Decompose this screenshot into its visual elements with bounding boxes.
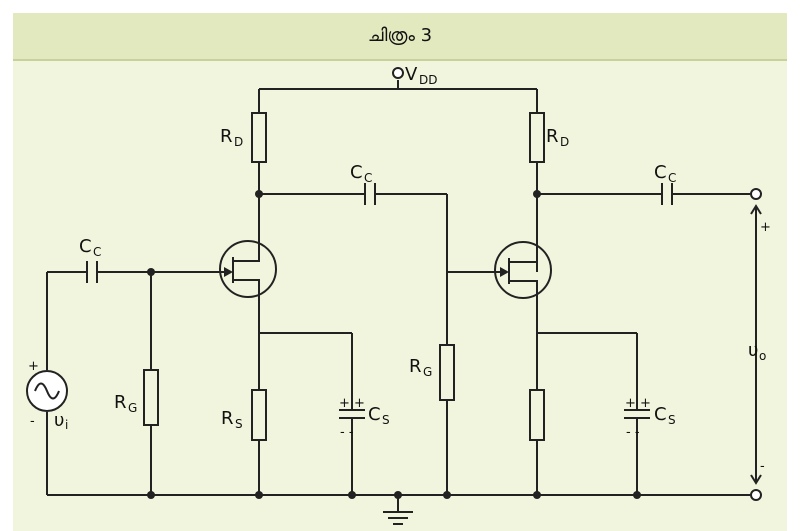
ac-source bbox=[26, 370, 68, 412]
resistor-rd-left bbox=[251, 112, 267, 163]
resistor-right-source bbox=[529, 389, 545, 441]
rg-right-label-sub: G bbox=[423, 365, 432, 379]
capacitor-cs-left bbox=[339, 400, 365, 428]
rs-label-sub: S bbox=[235, 417, 243, 431]
cc-output-label-sub: C bbox=[668, 171, 676, 185]
cs-right-label: C bbox=[654, 404, 667, 425]
rg-right-label: R bbox=[409, 356, 422, 377]
cs-left-plus: + + bbox=[339, 396, 365, 411]
cs-left-label: C bbox=[368, 404, 381, 425]
resistor-rg-right bbox=[439, 344, 455, 401]
vi-label: υ bbox=[54, 410, 64, 431]
resistor-rg-left bbox=[143, 369, 159, 426]
cs-right-plus: + + bbox=[625, 396, 651, 411]
rd-right-label-sub: D bbox=[560, 135, 569, 149]
output-terminal-top bbox=[750, 188, 762, 200]
rd-left-label: R bbox=[220, 126, 233, 147]
capacitor-cc-output bbox=[661, 183, 673, 205]
cc-interstage-label: C bbox=[350, 162, 363, 183]
output-terminal-bottom bbox=[750, 489, 762, 501]
capacitor-cc-input bbox=[86, 261, 98, 283]
jfet-right bbox=[494, 241, 552, 299]
rd-left-label-sub: D bbox=[234, 135, 243, 149]
vdd-label: V bbox=[405, 64, 418, 85]
rd-right-label: R bbox=[546, 126, 559, 147]
cs-left-minus: - - bbox=[340, 425, 354, 440]
wires bbox=[46, 80, 762, 525]
cc-output-label: C bbox=[654, 162, 667, 183]
figure-title: ചിത്രം 3 bbox=[367, 25, 433, 46]
resistor-rs bbox=[251, 389, 267, 441]
cc-input-label-sub: C bbox=[93, 245, 101, 259]
cc-interstage-label-sub: C bbox=[364, 171, 372, 185]
rs-label: R bbox=[221, 408, 234, 429]
jfet-left bbox=[219, 240, 277, 298]
vo-label: υ bbox=[748, 340, 758, 361]
rg-left-label-sub: G bbox=[128, 401, 137, 415]
output-minus: - bbox=[760, 459, 765, 474]
resistor-rd-right bbox=[529, 112, 545, 163]
source-minus: - bbox=[30, 414, 35, 429]
cs-right-label-sub: S bbox=[668, 413, 676, 427]
junction-dots bbox=[147, 190, 641, 499]
cc-input-label: C bbox=[79, 236, 92, 257]
title-bar: ചിത്രം 3 bbox=[13, 13, 787, 61]
vi-label-sub: i bbox=[65, 418, 68, 432]
vdd-label-sub: DD bbox=[419, 73, 437, 87]
capacitor-cs-right bbox=[624, 400, 650, 428]
vo-label-sub: o bbox=[759, 349, 766, 363]
cs-right-minus: - - bbox=[626, 425, 640, 440]
source-plus: + bbox=[28, 359, 39, 374]
vdd-terminal bbox=[392, 67, 404, 79]
cs-left-label-sub: S bbox=[382, 413, 390, 427]
output-plus: + bbox=[760, 220, 771, 235]
capacitor-cc-interstage bbox=[364, 183, 376, 205]
rg-left-label: R bbox=[114, 392, 127, 413]
